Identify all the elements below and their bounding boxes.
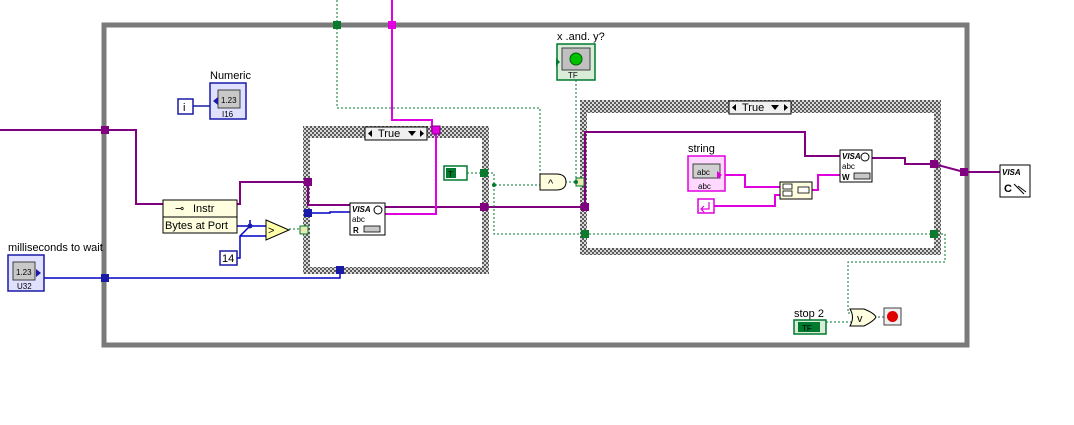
xandy-indicator[interactable]: TF [556, 43, 596, 81]
tunnel-case1-bytes-in [304, 209, 312, 217]
and-gate[interactable]: ^ [539, 173, 567, 191]
case-selector-right[interactable]: True [728, 100, 792, 115]
const-14-text: 14 [222, 253, 234, 265]
tunnel-case1-string [431, 125, 441, 135]
milliseconds-control[interactable]: 1.23 U32 [7, 254, 45, 292]
visa-read-icon[interactable]: VISA abc R [349, 202, 386, 236]
greater-than-node[interactable]: > [265, 219, 291, 241]
loop-iteration-icon[interactable]: i [177, 98, 210, 115]
tunnel-case2-bool-out [930, 230, 938, 238]
iteration-text: i [183, 102, 185, 114]
ms-type-text: 1.23 [16, 268, 32, 277]
tunnel-string-top [388, 21, 396, 29]
wire-junction [247, 223, 253, 229]
tunnel-case1-visa-out [480, 203, 488, 211]
string-control-repr: abc [698, 182, 711, 191]
xandy-tf-text: TF [568, 71, 578, 80]
tunnel-case1-visa-in [304, 178, 312, 186]
concatenate-icon[interactable] [779, 181, 813, 200]
or-op-text: v [857, 313, 863, 325]
visa-write-icon[interactable]: VISA abc W [839, 149, 873, 183]
case-selector-left[interactable]: True [364, 126, 428, 141]
led-icon [569, 52, 583, 66]
while-loop[interactable] [101, 22, 970, 348]
or-gate[interactable]: v [849, 308, 877, 327]
property-node[interactable]: ⊸ Instr Bytes at Port [162, 199, 238, 234]
wire-junction [492, 183, 496, 187]
stop-label: stop 2 [794, 308, 824, 320]
string-control-text: abc [697, 168, 710, 177]
bool-constant[interactable]: T [443, 165, 468, 181]
visa-write-abc: abc [842, 162, 855, 171]
visa-close-icon[interactable]: VISA C [999, 164, 1031, 198]
tunnel-case1-bool-out [480, 169, 488, 177]
stop-2-control[interactable]: TF [793, 319, 827, 335]
visa-close-title: VISA [1002, 168, 1021, 177]
milliseconds-label: milliseconds to wait [8, 242, 103, 254]
numeric-label: Numeric [210, 70, 251, 82]
tunnels[interactable] [101, 21, 968, 282]
visa-read-abc: abc [352, 215, 365, 224]
const-14[interactable]: 14 [219, 250, 238, 266]
ms-repr-text: U32 [17, 282, 32, 291]
tunnel-case2-bool-in [581, 230, 589, 238]
and-op-text: ^ [548, 178, 554, 190]
tunnel-case1-ms-in [336, 266, 344, 274]
greater-op-text: > [268, 225, 274, 237]
string-label: string [688, 143, 715, 155]
stop-tf-text: TF [802, 324, 812, 333]
bool-constant-text: T [448, 170, 453, 179]
tunnel-bool-top [333, 21, 341, 29]
numeric-repr-text: I16 [222, 110, 234, 119]
string-constant[interactable] [697, 198, 715, 214]
tunnel-visa-out [960, 168, 968, 176]
case-prev-icon[interactable] [368, 130, 372, 137]
case-prev-icon[interactable] [732, 104, 736, 111]
visa-read-mode: R [353, 226, 359, 235]
property-node-class: Instr [193, 203, 215, 215]
numeric-type-text: 1.23 [221, 96, 237, 105]
tunnel-visa-in [101, 126, 109, 134]
visa-close-mode: C [1004, 183, 1012, 195]
tunnel-case2-visa-out [930, 160, 938, 168]
case-structure-right[interactable] [580, 100, 941, 255]
wire-junction [574, 180, 578, 184]
tunnel-case2-visa-in [581, 203, 589, 211]
property-node-prop[interactable]: Bytes at Port [165, 220, 228, 232]
chevron-down-icon[interactable] [408, 131, 416, 136]
case-selector-left-label: True [378, 128, 400, 140]
string-control[interactable]: abc abc [687, 155, 726, 192]
case-selector-right-label: True [742, 102, 764, 114]
case-next-icon[interactable] [784, 104, 788, 111]
tunnel-ms-in [101, 274, 109, 282]
visa-read-title: VISA [352, 205, 371, 214]
visa-write-title: VISA [842, 152, 861, 161]
stop-condition-icon[interactable] [883, 307, 902, 326]
tunnel-case1-selector [299, 225, 309, 235]
case-next-icon[interactable] [420, 130, 424, 137]
case-structure-left[interactable] [303, 126, 489, 274]
visa-write-mode: W [842, 173, 850, 182]
key-icon: ⊸ [175, 203, 184, 215]
chevron-down-icon[interactable] [771, 105, 779, 110]
xandy-label: x .and. y? [557, 31, 605, 43]
numeric-indicator[interactable]: 1.23 I16 [209, 82, 247, 120]
